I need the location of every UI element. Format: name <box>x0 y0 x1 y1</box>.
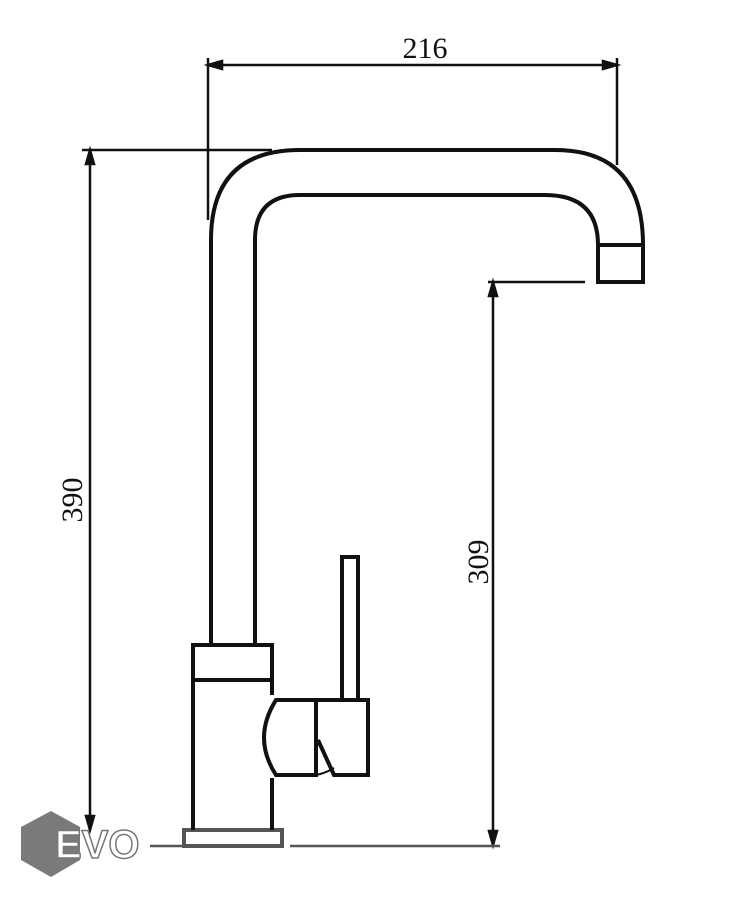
spout-inner <box>253 193 600 645</box>
evo-logo: EVO <box>21 811 140 877</box>
dimension-lines <box>82 58 622 850</box>
lever <box>340 555 360 702</box>
logo-text: EVO <box>55 823 139 867</box>
dimension-label-390: 390 <box>56 478 89 523</box>
cartridge <box>262 698 318 777</box>
body <box>191 643 274 830</box>
base-plate <box>182 828 284 848</box>
faucet-outline <box>182 148 645 848</box>
handle-arc <box>315 767 335 776</box>
dimension-label-309: 309 <box>462 540 495 585</box>
logo-hexagon <box>21 811 80 877</box>
handle-block <box>316 698 370 777</box>
dimension-label-216: 216 <box>403 32 448 65</box>
spout-outer <box>209 148 645 645</box>
spout-tip <box>596 243 645 284</box>
